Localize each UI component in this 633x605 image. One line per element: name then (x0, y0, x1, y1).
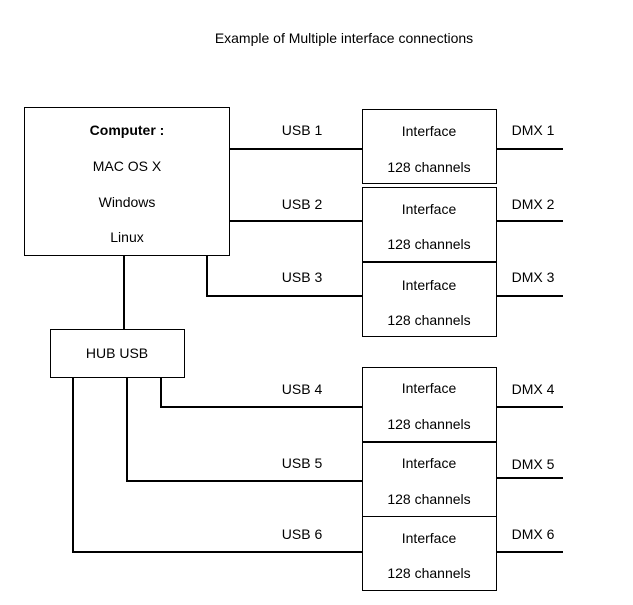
usb-label: USB 1 (281, 122, 323, 138)
usb5-cable (126, 378, 362, 482)
interface-channels: 128 channels (387, 159, 471, 175)
computer-box (24, 107, 230, 256)
interface-channels: 128 channels (387, 416, 471, 432)
interface-channels: 128 channels (387, 491, 471, 507)
interface-name: Interface (401, 123, 457, 139)
usb-label: USB 5 (281, 455, 323, 471)
usb-label: USB 2 (281, 196, 323, 212)
computer-heading: Computer : (89, 122, 165, 138)
usb4-cable (160, 378, 362, 408)
interface-name: Interface (401, 277, 457, 293)
hub-usb-box (50, 329, 185, 378)
usb-label: USB 4 (281, 381, 323, 397)
dmx-label: DMX 6 (511, 526, 555, 542)
interface-name: Interface (401, 380, 457, 396)
usb-label: USB 3 (281, 269, 323, 285)
diagram-title: Example of Multiple interface connection… (214, 30, 474, 46)
usb6-cable (72, 378, 362, 553)
interface-box-4 (362, 367, 497, 442)
interface-box-5 (362, 442, 497, 517)
interface-box-6 (362, 516, 497, 591)
hub-usb-label: HUB USB (85, 345, 149, 361)
dmx-label: DMX 2 (511, 196, 555, 212)
interface-box-1 (362, 109, 497, 184)
interface-channels: 128 channels (387, 236, 471, 252)
interface-channels: 128 channels (387, 565, 471, 581)
dmx-label: DMX 4 (511, 381, 555, 397)
os-windows: Windows (98, 194, 156, 210)
interface-box-2 (362, 187, 497, 262)
dmx-label: DMX 1 (511, 122, 555, 138)
interface-name: Interface (401, 455, 457, 471)
interface-channels: 128 channels (387, 312, 471, 328)
os-linux: Linux (110, 229, 144, 245)
usb3-cable (206, 256, 362, 297)
os-macos: MAC OS X (92, 158, 162, 174)
interface-name: Interface (401, 201, 457, 217)
dmx-label: DMX 5 (511, 456, 555, 472)
usb-label: USB 6 (281, 526, 323, 542)
interface-box-3 (362, 262, 497, 337)
interface-name: Interface (401, 530, 457, 546)
dmx-label: DMX 3 (511, 269, 555, 285)
